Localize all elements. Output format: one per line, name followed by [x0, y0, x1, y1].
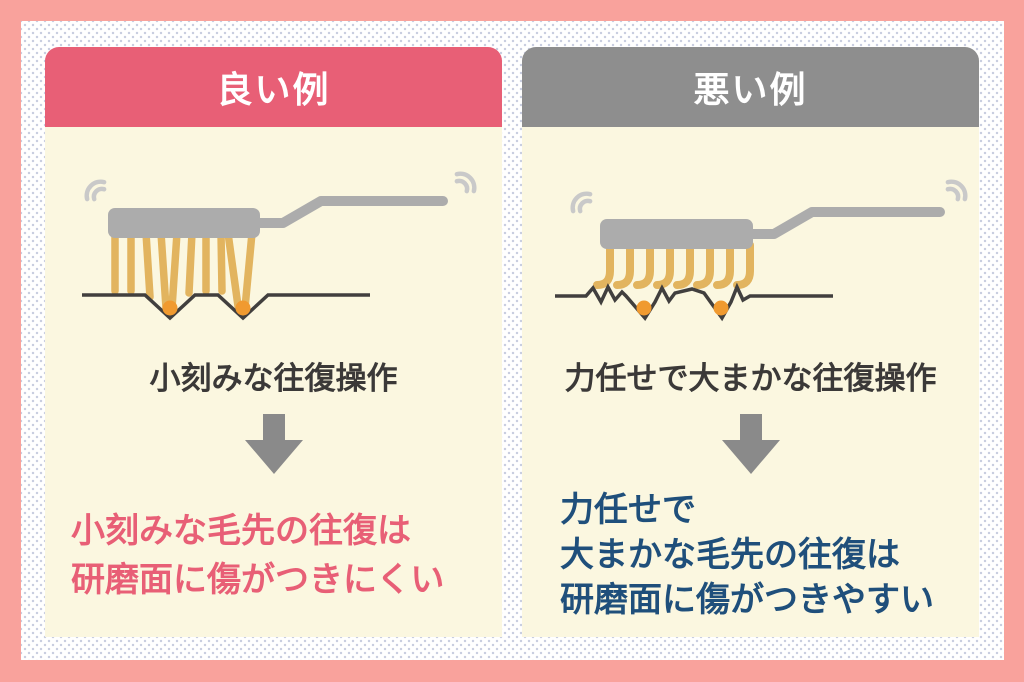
good-example-header: 良い例	[45, 47, 502, 127]
brush-handle	[252, 196, 448, 228]
good-example-body: 小刻みな往復操作 小刻みな毛先の往復は 研磨面に傷がつきにくい	[45, 127, 502, 637]
vibration-icon	[84, 179, 107, 202]
polish-surface-line	[82, 293, 370, 321]
bad-brush-illustration	[555, 179, 968, 322]
result-line: 大まかな毛先の往復は	[560, 536, 900, 575]
down-arrow-icon	[721, 414, 780, 474]
good-caption: 小刻みな往復操作	[149, 361, 398, 396]
result-line: 力任せで	[560, 491, 696, 529]
abrasive-particle	[713, 300, 729, 316]
good-brush-illustration	[82, 171, 477, 321]
good-example-title: 良い例	[216, 69, 331, 110]
good-example-panel: 良い例	[45, 47, 502, 637]
bad-result-text: 力任せで 大まかな毛先の往復は 研磨面に傷がつきやすい	[522, 488, 934, 624]
brush-bristles	[111, 229, 256, 312]
comparison-panels: 良い例	[45, 47, 979, 637]
good-result-text: 小刻みな毛先の往復は 研磨面に傷がつきにくい	[45, 507, 444, 606]
down-arrow-icon	[244, 414, 303, 474]
scratched-surface-line	[555, 282, 833, 322]
vibration-icon	[945, 179, 968, 202]
brush-head	[600, 219, 753, 249]
abrasive-particle	[235, 300, 251, 316]
result-line: 研磨面に傷がつきにくい	[71, 561, 445, 600]
abrasive-particle	[636, 300, 652, 316]
vibration-icon	[454, 171, 477, 194]
abrasive-particle	[162, 300, 178, 316]
brush-head	[108, 208, 260, 238]
dotted-background: 良い例	[21, 21, 1004, 660]
brush-handle	[744, 207, 945, 239]
bad-example-header: 悪い例	[522, 47, 979, 127]
bad-example-body: 力任せで大まかな往復操作 力任せで 大まかな毛先の往復は 研磨面に傷がつきやすい	[522, 127, 979, 637]
result-line: 小刻みな毛先の往復は	[71, 512, 411, 550]
vibration-icon	[570, 191, 593, 214]
bad-example-panel: 悪い例	[522, 47, 979, 637]
bad-caption: 力任せで大まかな往復操作	[564, 361, 937, 396]
bad-example-title: 悪い例	[693, 69, 808, 110]
result-line: 研磨面に傷がつきやすい	[560, 581, 934, 620]
brush-bristles-bent	[593, 241, 754, 289]
